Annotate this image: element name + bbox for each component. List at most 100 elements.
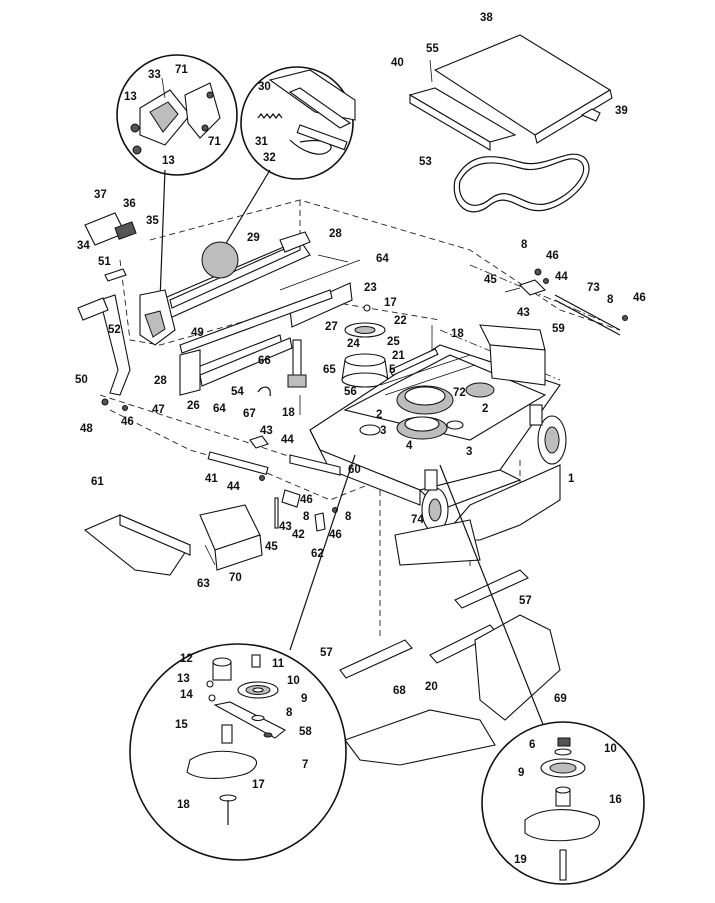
callout-c71a: 71	[175, 64, 188, 76]
callout-c35: 35	[146, 215, 159, 227]
callout-c74: 74	[411, 514, 424, 526]
callout-c14: 14	[180, 689, 193, 701]
callout-c57a: 57	[519, 595, 532, 607]
callout-c11: 11	[272, 658, 285, 670]
callout-c40: 40	[391, 57, 404, 69]
callout-c13a: 13	[124, 91, 137, 103]
callout-c60: 60	[348, 464, 361, 476]
callout-c3a: 3	[380, 425, 386, 437]
callout-c46e: 46	[329, 529, 342, 541]
callout-c46d: 46	[300, 494, 313, 506]
callout-c70: 70	[229, 572, 242, 584]
callout-c64b: 64	[213, 403, 226, 415]
callout-c18a: 18	[451, 328, 464, 340]
callout-c30: 30	[258, 81, 271, 93]
callout-c18b: 18	[282, 407, 295, 419]
callout-c44c: 44	[227, 481, 240, 493]
callout-c7: 7	[302, 759, 308, 771]
callout-c8c: 8	[303, 511, 310, 523]
callout-c12: 12	[180, 653, 193, 665]
callout-c27: 27	[325, 321, 338, 333]
callout-c8b: 8	[607, 294, 614, 306]
callout-c48: 48	[80, 423, 93, 435]
callout-c64a: 64	[376, 253, 389, 265]
callout-c43b: 43	[260, 425, 273, 437]
callout-c23: 23	[364, 282, 377, 294]
blades-and-baffles	[339, 519, 561, 766]
callout-c36: 36	[123, 198, 136, 210]
lower-linkage	[207, 435, 341, 532]
lift-lever-assembly	[77, 212, 176, 411]
callout-c44a: 44	[555, 271, 568, 283]
callout-c54: 54	[231, 386, 244, 398]
callout-c66: 66	[258, 355, 271, 367]
callout-c10a: 10	[287, 675, 300, 687]
callout-c55: 55	[426, 43, 439, 55]
callout-c25: 25	[387, 336, 400, 348]
leader-line	[439, 464, 549, 738]
callout-c19: 19	[514, 854, 527, 866]
drive-belt	[453, 153, 590, 213]
callout-c47: 47	[152, 404, 165, 416]
callout-c38: 38	[480, 12, 493, 24]
detail-circle-spindle-pulley	[481, 721, 645, 885]
callout-c37: 37	[94, 189, 107, 201]
callout-c57b: 57	[320, 647, 333, 659]
discharge-chute-parts	[83, 504, 263, 576]
callout-c46a: 46	[546, 250, 559, 262]
callout-c6: 6	[529, 739, 535, 751]
callout-c56: 56	[344, 386, 357, 398]
callout-c26: 26	[187, 400, 200, 412]
callout-c5: 5	[389, 364, 396, 376]
callout-c32: 32	[263, 152, 276, 164]
callout-c50: 50	[75, 374, 88, 386]
callout-c9a: 9	[301, 693, 307, 705]
leader-line	[159, 169, 166, 301]
callout-c46b: 46	[633, 292, 646, 304]
callout-c8d: 8	[345, 511, 352, 523]
callout-c41: 41	[205, 473, 218, 485]
callout-c58: 58	[299, 726, 312, 738]
deck-frame-rails	[159, 231, 361, 396]
callout-c17a: 17	[384, 297, 397, 309]
callout-c17b: 17	[252, 779, 265, 791]
callout-c43a: 43	[517, 307, 530, 319]
callout-c15: 15	[175, 719, 188, 731]
callout-c72: 72	[453, 387, 466, 399]
callout-c45a: 45	[484, 274, 497, 286]
detail-circle-spring-assembly	[240, 66, 356, 180]
callout-c44b: 44	[281, 434, 294, 446]
callout-c1: 1	[568, 473, 575, 485]
callout-c28b: 28	[154, 375, 167, 387]
leader-line	[289, 454, 356, 651]
callout-c29: 29	[247, 232, 260, 244]
callout-c2b: 2	[482, 403, 488, 415]
callout-c20: 20	[425, 681, 438, 693]
callout-c62: 62	[311, 548, 324, 560]
callout-c68: 68	[393, 685, 406, 697]
callout-c71b: 71	[208, 136, 221, 148]
callout-c8e: 8	[286, 707, 293, 719]
callout-c8a: 8	[521, 239, 528, 251]
callout-c24: 24	[347, 338, 360, 350]
callout-c4: 4	[406, 440, 413, 452]
callout-c69: 69	[554, 693, 567, 705]
callout-c51: 51	[98, 256, 111, 268]
callout-c61: 61	[91, 476, 104, 488]
callout-c42: 42	[292, 529, 305, 541]
callout-c59: 59	[552, 323, 565, 335]
callout-c43c: 43	[279, 521, 292, 533]
callout-c16: 16	[609, 794, 622, 806]
callout-c3b: 3	[466, 446, 472, 458]
top-cover-panel	[408, 34, 613, 151]
callout-c13b: 13	[162, 155, 175, 167]
callout-c21: 21	[392, 350, 405, 362]
leader-line	[221, 169, 271, 251]
callout-c39: 39	[615, 105, 628, 117]
spindle-idler-parts	[257, 304, 433, 415]
callout-c10b: 10	[604, 743, 617, 755]
callout-c22: 22	[394, 315, 407, 327]
